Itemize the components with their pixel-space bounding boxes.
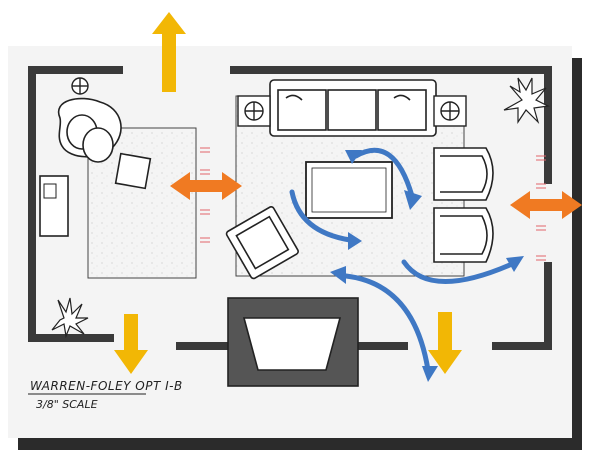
walls <box>28 66 552 350</box>
accent-chair <box>225 206 299 280</box>
coffee-table <box>305 161 393 219</box>
outlet-marks <box>200 147 546 261</box>
wall-right-lower <box>544 262 552 350</box>
lamp-icon <box>71 77 89 95</box>
curved-arrow-icon <box>343 273 431 373</box>
caption-title: WARREN-FOLEY OPT I-B <box>30 379 183 393</box>
wall-left-top <box>28 66 123 74</box>
end-table-right <box>433 95 467 127</box>
flow-arrows <box>289 147 515 373</box>
flow-arrowheads <box>330 150 524 382</box>
ottoman <box>114 152 152 190</box>
double-arrow-icon <box>510 191 582 219</box>
sofa <box>269 79 437 137</box>
wall-bottom-mid-right <box>356 342 408 350</box>
caption-scale: 3/8" SCALE <box>36 398 98 411</box>
wall-bottom-mid-left <box>176 342 232 350</box>
double-arrow-icon <box>170 172 242 200</box>
armchair-lower <box>433 207 494 263</box>
curved-arrow-icon <box>289 189 353 243</box>
wall-right-upper <box>544 66 552 184</box>
fireplace <box>227 297 359 387</box>
end-table-left <box>237 95 271 127</box>
arrow-up-icon <box>152 12 186 92</box>
wall-left-bottom <box>28 334 114 342</box>
wall-left <box>28 66 36 342</box>
dining-table <box>57 97 122 163</box>
armchair-upper <box>433 147 494 201</box>
arrow-down-icon <box>428 312 462 374</box>
plant-icon <box>51 297 89 339</box>
curved-arrow-icon <box>353 147 415 199</box>
plant-icon <box>503 77 550 125</box>
wall-bottom-right <box>492 342 552 350</box>
curved-arrow-icon <box>401 259 515 284</box>
arrow-down-icon <box>114 314 148 374</box>
wall-top-right <box>230 66 552 74</box>
console-detail <box>43 183 57 199</box>
